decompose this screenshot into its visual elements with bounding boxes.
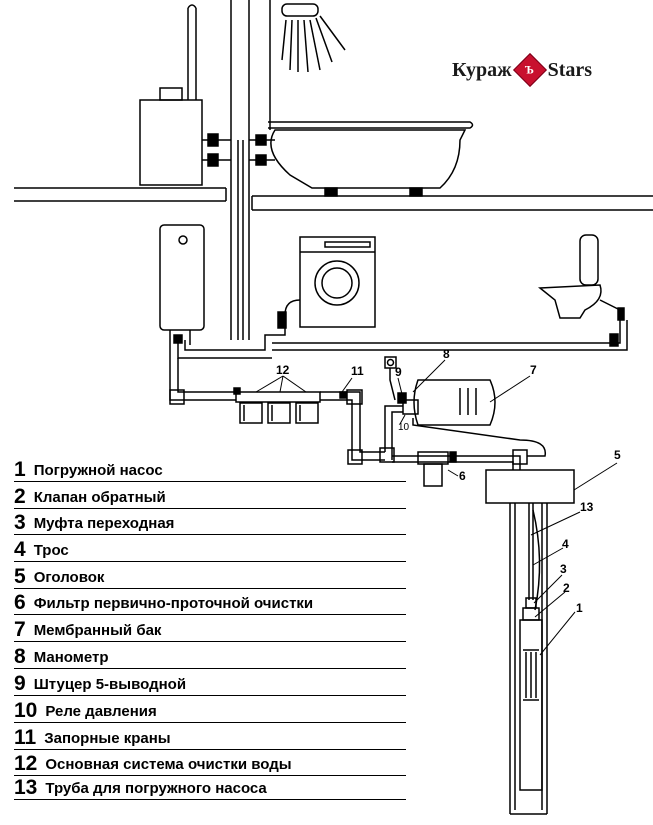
callout-6: 6: [459, 469, 466, 483]
legend-item: 6 Фильтр первично-проточной очистки: [14, 588, 406, 615]
legend-num: 7: [14, 618, 26, 641]
legend-num: 9: [14, 672, 26, 695]
legend-label: Клапан обратный: [33, 489, 166, 506]
logo-mark: Ъ: [525, 62, 535, 77]
callout-1: 1: [576, 601, 583, 615]
legend-num: 13: [14, 776, 38, 799]
legend-num: 4: [14, 538, 26, 561]
legend-item: 7 Мембранный бак: [14, 615, 406, 642]
callout-3: 3: [560, 562, 567, 576]
callout-9: 9: [395, 365, 402, 379]
legend-label: Мембранный бак: [33, 622, 162, 639]
floor-upper: [14, 187, 653, 211]
distribution-pipe: [177, 311, 628, 359]
coarse-filter-icon: [417, 451, 457, 487]
legend-label: Реле давления: [45, 703, 157, 720]
legend-label: Погружной насос: [33, 462, 163, 479]
legend-num: 1: [14, 458, 26, 481]
water-heater-icon: [159, 224, 205, 345]
callout-13: 13: [580, 500, 594, 514]
legend-item: 4 Трос: [14, 535, 406, 562]
legend-num: 2: [14, 485, 26, 508]
legend-item: 2 Клапан обратный: [14, 482, 406, 509]
purification-filters-icon: [233, 387, 321, 424]
wall-riser: [230, 0, 271, 340]
legend-item: 13 Труба для погружного насоса: [14, 773, 406, 800]
legend-label: Штуцер 5-выводной: [33, 676, 187, 693]
legend-num: 3: [14, 511, 26, 534]
legend-item: 11 Запорные краны: [14, 723, 406, 750]
legend-label: Трос: [33, 542, 69, 559]
legend-num: 5: [14, 565, 26, 588]
logo-text-left: Кураж: [452, 58, 512, 81]
pump-rope: [528, 503, 541, 611]
logo-diamond-icon: Ъ: [512, 53, 547, 87]
bathtub-icon: [249, 121, 474, 197]
callout-10: 10: [398, 422, 410, 433]
callout-4: 4: [562, 537, 569, 551]
legend-item: 3 Муфта переходная: [14, 508, 406, 535]
logo-text-right: Stars: [547, 58, 593, 81]
submersible-pump-icon: [519, 597, 543, 791]
legend-num: 12: [14, 752, 38, 775]
wellhead-icon: [485, 469, 575, 504]
legend-label: Запорные краны: [44, 730, 171, 747]
callout-5: 5: [614, 448, 621, 462]
legend-label: Фильтр первично-проточной очистки: [33, 595, 314, 612]
legend-label: Основная система очистки воды: [45, 756, 292, 773]
legend-label: Муфта переходная: [33, 515, 175, 532]
brand-logo: Кураж Ъ Stars: [452, 53, 593, 87]
legend-item: 10 Реле давления: [14, 696, 406, 723]
callout-2: 2: [563, 581, 570, 595]
legend-label: Труба для погружного насоса: [45, 780, 267, 797]
supply-pipe: [169, 345, 547, 470]
legend-label: Оголовок: [33, 569, 105, 586]
legend-item: 5 Оголовок: [14, 562, 406, 589]
callout-11: 11: [351, 364, 364, 378]
membrane-tank-icon: [402, 379, 496, 426]
legend-item: 8 Манометр: [14, 642, 406, 669]
shower-head-icon: [281, 3, 346, 73]
callout-12: 12: [276, 363, 290, 377]
callout-leaders: [255, 359, 618, 656]
callout-8: 8: [443, 347, 450, 361]
toilet-icon: [537, 234, 625, 321]
legend-num: 10: [14, 699, 38, 722]
legend-item: 9 Штуцер 5-выводной: [14, 669, 406, 696]
legend-item: 1 Погружной насос: [14, 455, 406, 482]
legend-num: 6: [14, 591, 26, 614]
legend-num: 11: [14, 726, 37, 749]
legend-num: 8: [14, 645, 26, 668]
washing-machine-icon: [284, 236, 376, 328]
legend-item: 12 Основная система очистки воды: [14, 749, 406, 776]
legend-label: Манометр: [33, 649, 109, 666]
boiler-icon: [139, 4, 231, 186]
callout-7: 7: [530, 363, 537, 377]
